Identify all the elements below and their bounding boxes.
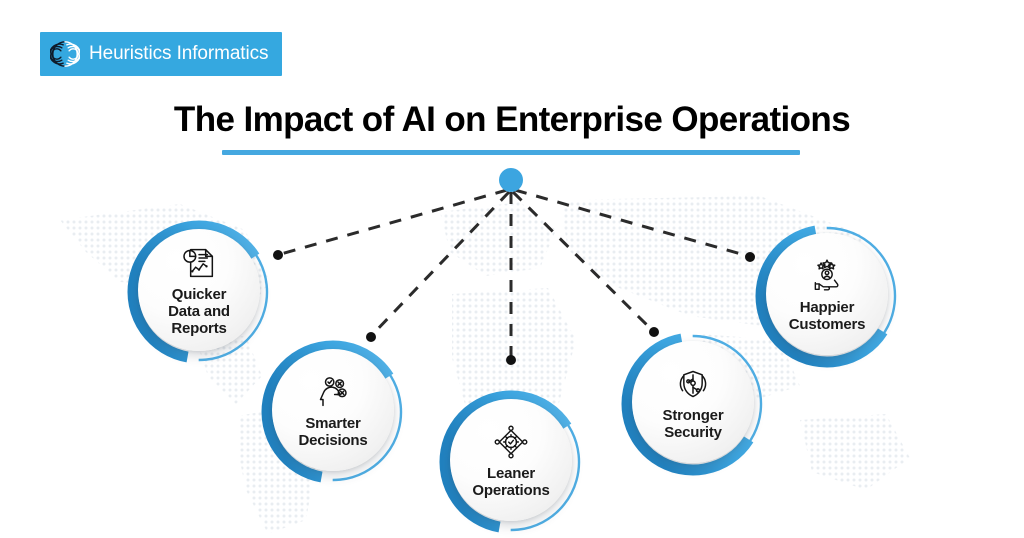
node-disc: Smarter Decisions [272,349,394,471]
page-title: The Impact of AI on Enterprise Operation… [173,100,851,139]
node-ring-accent [439,390,583,534]
hub-node-dot[interactable] [499,168,523,192]
brand-name: Heuristics Informatics [89,43,269,64]
node-smarter-decisions[interactable]: Smarter Decisions [258,337,408,487]
hand-customer-stars-icon [814,258,839,291]
shield-circuit-icon [679,370,707,397]
node-ring-accent [755,224,899,368]
report-document-chart-icon [183,248,214,278]
connector-to-smarter-decisions [370,190,511,337]
title-underline-bar [222,150,800,155]
endpoint-dot-quicker-data [273,250,283,260]
node-label: Quicker Data and Reports [168,286,230,337]
connector-to-quicker-data [280,188,508,256]
endpoint-dot-leaner-operations [506,355,516,365]
node-ring-accent [621,332,765,476]
connector-to-stronger-security [511,190,655,333]
head-decision-options-icon [319,376,347,406]
node-label: Stronger Security [662,406,724,441]
node-leaner-operations[interactable]: Leaner Operations [436,387,586,537]
gear-network-icon [494,425,528,458]
connector-to-happier-customers [514,188,749,258]
node-label: Leaner Operations [472,464,550,499]
striped-circle-logo-icon [50,41,80,67]
node-disc: Quicker Data and Reports [138,229,260,351]
node-label: Happier Customers [788,298,866,333]
brand-logo-banner[interactable]: Heuristics Informatics [40,32,283,76]
node-quicker-data-and-reports[interactable]: Quicker Data and Reports [124,217,274,367]
node-happier-customers[interactable]: Happier Customers [752,221,902,371]
node-ring-accent [127,220,271,364]
node-label: Smarter Decisions [298,414,368,449]
node-stronger-security[interactable]: Stronger Security [618,329,768,479]
node-disc: Leaner Operations [450,399,572,521]
node-disc: Stronger Security [632,341,754,463]
node-disc: Happier Customers [766,233,888,355]
node-ring-accent [261,340,405,484]
